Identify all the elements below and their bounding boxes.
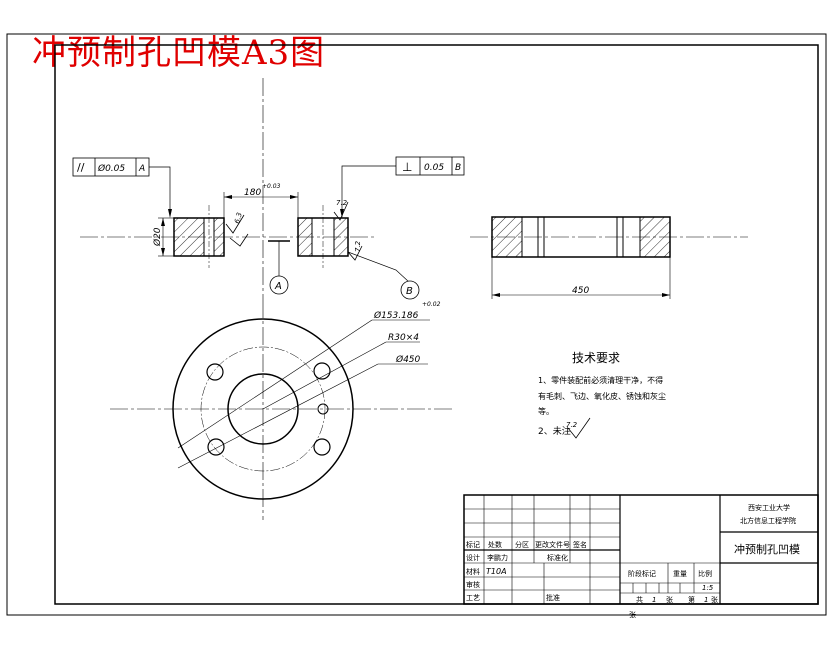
- datum-b-circle: [400, 280, 420, 300]
- tb-sheet-pre: 第: [688, 595, 695, 604]
- side-width-text: 450: [572, 286, 589, 296]
- d153-tol: +0.02: [422, 301, 441, 308]
- tb-h-sign: 签名: [573, 540, 587, 549]
- side-arrow-right: [662, 293, 670, 297]
- inner-frame: [54, 44, 819, 605]
- bore-circle: [227, 373, 299, 445]
- gdt-frame-right: ⊥ 0.05 B: [340, 156, 465, 218]
- datum-a-label: A: [274, 281, 282, 292]
- tb-h-count: 处数: [488, 540, 502, 549]
- title-block-text: 西安工业大学 北方信息工程学院 冲预制孔凹模 标记 处数 分区 更改文件号 签名…: [466, 503, 800, 619]
- tb-review: 审核: [466, 580, 480, 589]
- rough-symbol-2: [229, 233, 249, 247]
- section-view: 180 +0.03 Ø20 6.3 7.2 7.2 A B: [80, 78, 420, 300]
- bolt-hole-1: [206, 363, 224, 381]
- tb-school-2: 北方信息工程学院: [740, 516, 796, 525]
- side-hatch-right: [639, 216, 671, 258]
- tb-approve: 批准: [546, 593, 560, 602]
- rough-text-bottom: 7.2: [354, 240, 362, 252]
- bore-arrow-right: [290, 195, 298, 199]
- hatch-right-outer: [333, 217, 349, 257]
- tb-school-1: 西安工业大学: [748, 503, 790, 512]
- tb-bottom-mark: 张: [629, 610, 636, 619]
- gdt-left-arrow: [168, 209, 172, 218]
- bore-dim-tol: +0.03: [262, 183, 281, 190]
- leader-d450: [177, 363, 379, 469]
- tb-total-pre: 共: [636, 595, 643, 604]
- tb-weight: 重量: [673, 570, 687, 578]
- tb-h-doc: 更改文件号: [535, 540, 570, 549]
- gdt-right-symbol: ⊥: [402, 160, 412, 174]
- notes-line-4: 2、未注: [538, 425, 571, 437]
- gdt-left-symbol: //: [77, 161, 85, 174]
- tb-material: T10A: [486, 567, 507, 576]
- bore-arrow-left: [224, 195, 232, 199]
- side-arrow-left: [492, 293, 500, 297]
- leader-r30: [262, 341, 387, 410]
- gdt-right-leader: [341, 165, 396, 209]
- gdt-left-datum: A: [138, 164, 145, 174]
- rough-symbol-4: [347, 245, 363, 261]
- notes-rough-symbol: [567, 417, 591, 439]
- rough-symbol-1: [225, 214, 245, 234]
- outer-border: [6, 33, 827, 616]
- outer-circle: [172, 318, 354, 500]
- drawing-title: 冲预制孔凹模A3图: [32, 33, 326, 73]
- leader-d153: [177, 319, 373, 449]
- pin-hole: [317, 403, 329, 415]
- notes-rough-text: 7.2: [566, 421, 578, 429]
- datum-b-label: B: [406, 286, 413, 297]
- tb-total: 1: [652, 596, 656, 604]
- technical-notes: 技术要求 1、零件装配前必须清理干净，不得 有毛刺、飞边、氧化皮、锈蚀和灰尘 等…: [538, 351, 666, 439]
- notes-line-2: 有毛刺、飞边、氧化皮、锈蚀和灰尘: [538, 391, 666, 401]
- thick-dim-text: Ø20: [152, 227, 163, 247]
- tb-stage: 阶段标记: [628, 569, 656, 578]
- hatch-left-outer: [173, 217, 205, 257]
- bore-dim-text: 180: [244, 188, 261, 198]
- r30-text: R30×4: [388, 333, 419, 343]
- tb-sheet: 1: [704, 596, 708, 604]
- gdt-right-value: 0.05: [424, 163, 444, 173]
- rough-symbol-3: [333, 201, 349, 221]
- tb-h-mark: 标记: [466, 540, 480, 549]
- notes-line-3: 等。: [538, 406, 554, 416]
- thick-arrow-bottom: [161, 248, 165, 256]
- rough-small-text: 6.3: [233, 212, 244, 225]
- datum-b-leader: [347, 251, 410, 283]
- gdt-frame-left: // Ø0.05 A: [72, 157, 172, 218]
- notes-line-1: 1、零件装配前必须清理干净，不得: [538, 375, 663, 385]
- gdt-left-leader: [149, 166, 171, 209]
- hatch-right-inner: [297, 217, 313, 257]
- tb-sheet-suf: 张: [711, 595, 718, 604]
- top-view: Ø153.186 +0.02 R30×4 Ø450: [110, 300, 452, 520]
- side-view: 450: [470, 216, 748, 299]
- hatch-left-inner: [213, 217, 225, 257]
- datum-a-circle: [269, 275, 289, 295]
- bolt-hole-3: [207, 438, 225, 456]
- tb-total-suf: 张: [666, 595, 673, 604]
- notes-heading: 技术要求: [572, 351, 620, 365]
- tb-design: 设计: [466, 553, 480, 562]
- pitch-circle: [200, 346, 326, 472]
- title-block: [463, 494, 819, 605]
- bolt-hole-4: [313, 438, 331, 456]
- tb-scale-label: 比例: [698, 569, 712, 578]
- d153-text: Ø153.186: [373, 310, 419, 321]
- tb-scale: 1:5: [702, 584, 714, 592]
- tb-process: 工艺: [466, 594, 480, 602]
- tb-designer: 李鹏力: [487, 553, 508, 562]
- tb-standard: 标准化: [547, 553, 568, 562]
- gdt-right-arrow: [340, 209, 344, 218]
- thick-arrow-top: [161, 218, 165, 226]
- d450-text: Ø450: [395, 354, 421, 365]
- tb-part-name: 冲预制孔凹模: [734, 542, 800, 556]
- gdt-right-datum: B: [455, 163, 461, 173]
- gdt-left-value: Ø0.05: [97, 163, 125, 174]
- tb-material-label: 材料: [466, 567, 480, 576]
- tb-h-zone: 分区: [515, 540, 529, 549]
- side-hatch-left: [491, 216, 523, 258]
- bolt-hole-2: [313, 362, 331, 380]
